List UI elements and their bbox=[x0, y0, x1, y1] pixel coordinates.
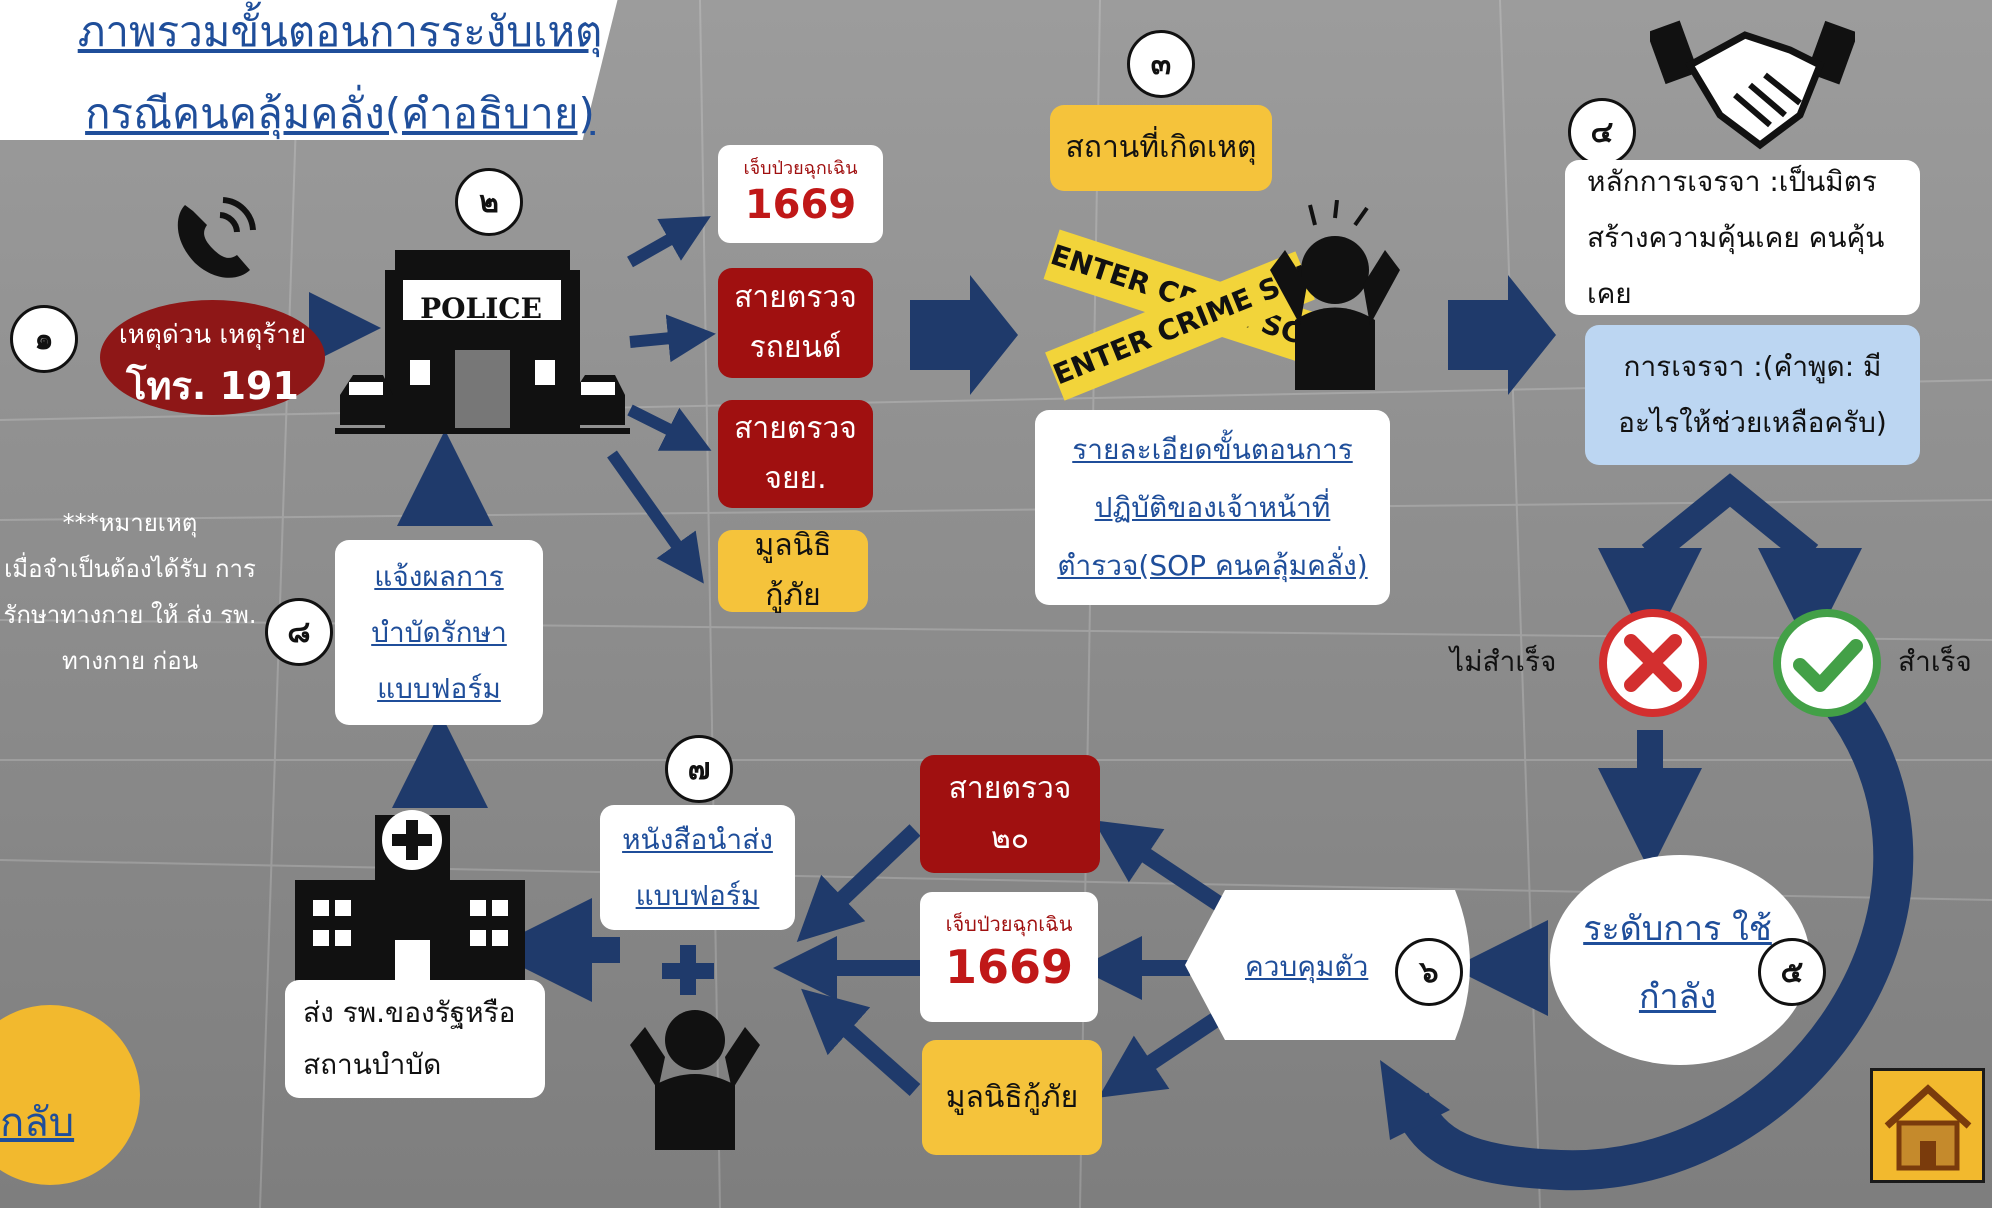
hospital-caption: ส่ง รพ.ของรัฐหรือ สถานบำบัด bbox=[285, 980, 545, 1098]
negotiation-principle-box: หลักการเจรจา :เป็นมิตร สร้างความคุ้นเคย … bbox=[1565, 160, 1920, 315]
step-4-marker: ๔ bbox=[1568, 98, 1636, 166]
control-shape bbox=[1185, 890, 1470, 1040]
note-heading: ***หมายเหตุ bbox=[62, 509, 198, 537]
page-title: ภาพรวมขั้นตอนการระงับเหตุ กรณีคนคลุ้มคลั… bbox=[60, 0, 620, 146]
police-car-icon bbox=[340, 375, 393, 425]
control-link[interactable]: ควบคุมตัว bbox=[1245, 950, 1369, 983]
back-button[interactable] bbox=[0, 1005, 140, 1185]
arrow-police-to-foundation bbox=[607, 450, 704, 584]
step-3-marker: ๓ bbox=[1127, 30, 1195, 98]
arrow-negotiation-split bbox=[1641, 473, 1819, 566]
home-button[interactable] bbox=[1870, 1068, 1985, 1183]
negotiation-speech-box: การเจรจา :(คำพูด: มี อะไรให้ช่วยเหลือครั… bbox=[1585, 325, 1920, 465]
back-link[interactable]: กลับ bbox=[0, 1100, 75, 1146]
treatment-result-link[interactable]: แจ้งผลการ บำบัดรักษา แบบฟอร์ม bbox=[335, 540, 543, 725]
arrow-control-to-patrol20 bbox=[1093, 820, 1230, 915]
step-2-marker: ๒ bbox=[455, 168, 523, 236]
title-line-1: ภาพรวมขั้นตอนการระงับเหตุ bbox=[77, 7, 603, 56]
step-6-marker: ๖ bbox=[1395, 938, 1463, 1006]
referral-link[interactable]: หนังสือนำส่ง แบบฟอร์ม bbox=[600, 805, 795, 930]
patrol20-box: สายตรวจ ๒๐ bbox=[920, 755, 1100, 873]
arrow-patrol20-to-person bbox=[796, 824, 921, 943]
police-station-icon bbox=[335, 250, 630, 434]
home-icon bbox=[1884, 1084, 1972, 1171]
arrow-control-to-foundation2 bbox=[1098, 1013, 1220, 1098]
handshake-icon bbox=[1650, 20, 1855, 150]
step-8-marker: ๘ bbox=[265, 598, 333, 666]
note-block: ***หมายเหตุ เมื่อจำเป็นต้องได้รับ การรัก… bbox=[0, 500, 260, 684]
check-icon bbox=[1773, 609, 1881, 717]
police-sign: POLICE bbox=[420, 292, 542, 325]
emergency-oval: เหตุด่วน เหตุร้าย โทร. 191 bbox=[100, 300, 325, 415]
patrol-car-box: สายตรวจ รถยนต์ bbox=[718, 268, 873, 378]
stressed-person-icon-2 bbox=[630, 945, 760, 1150]
arrow-success-curve bbox=[1391, 688, 1914, 1191]
step-5-marker: ๕ bbox=[1758, 938, 1826, 1006]
outcome-fail-label: ไม่สำเร็จ bbox=[1450, 645, 1557, 678]
arrow-foundation2-to-person bbox=[801, 988, 921, 1096]
step-7-marker: ๗ bbox=[665, 735, 733, 803]
arrow-dispatch-to-scene bbox=[910, 275, 1018, 395]
force-level-link[interactable]: ระดับการ ใช้กำลัง bbox=[1583, 909, 1772, 1017]
patrol-bike-box: สายตรวจ จยย. bbox=[718, 400, 873, 508]
hotline-badge-label: เจ็บป่วยฉุกเฉิน bbox=[743, 158, 858, 179]
emergency-line-1: เหตุด่วน เหตุร้าย bbox=[118, 320, 307, 350]
emergency-line-2: โทร. 191 bbox=[126, 364, 299, 408]
sop-link[interactable]: รายละเอียดขั้นตอนการ ปฏิบัติของเจ้าหน้าท… bbox=[1035, 410, 1390, 605]
hotline-badge-1: เจ็บป่วยฉุกเฉิน 1669 bbox=[718, 145, 883, 243]
stressed-person-icon bbox=[1270, 200, 1400, 390]
scene-place-box: สถานที่เกิดเหตุ bbox=[1050, 105, 1272, 191]
arrow-police-to-patrol-bike bbox=[627, 404, 712, 451]
cross-icon bbox=[1599, 609, 1707, 717]
arrow-police-to-hotline bbox=[627, 216, 711, 268]
arrow-police-to-patrol-car bbox=[629, 314, 716, 363]
hotline-badge-2-label: เจ็บป่วยฉุกเฉิน bbox=[945, 912, 1073, 936]
step-1-marker: ๑ bbox=[10, 305, 78, 373]
hospital-icon bbox=[295, 810, 525, 990]
foundation-box-2: มูลนิธิกู้ภัย bbox=[922, 1040, 1102, 1155]
hotline-badge-2-number: 1669 bbox=[944, 940, 1074, 994]
arrow-scene-to-negotiation bbox=[1448, 275, 1556, 395]
outcome-success-label: สำเร็จ bbox=[1898, 645, 1972, 678]
foundation-box: มูลนิธิกู้ภัย bbox=[718, 528, 868, 613]
title-line-2: กรณีคนคลุ้มคลั่ง(คำอธิบาย) bbox=[85, 89, 595, 138]
phone-icon bbox=[177, 197, 256, 278]
hotline-badge-number: 1669 bbox=[744, 182, 857, 228]
note-body: เมื่อจำเป็นต้องได้รับ การรักษาทางกาย ให้… bbox=[3, 555, 257, 675]
hotline-badge-2: เจ็บป่วยฉุกเฉิน 1669 bbox=[920, 892, 1098, 1022]
